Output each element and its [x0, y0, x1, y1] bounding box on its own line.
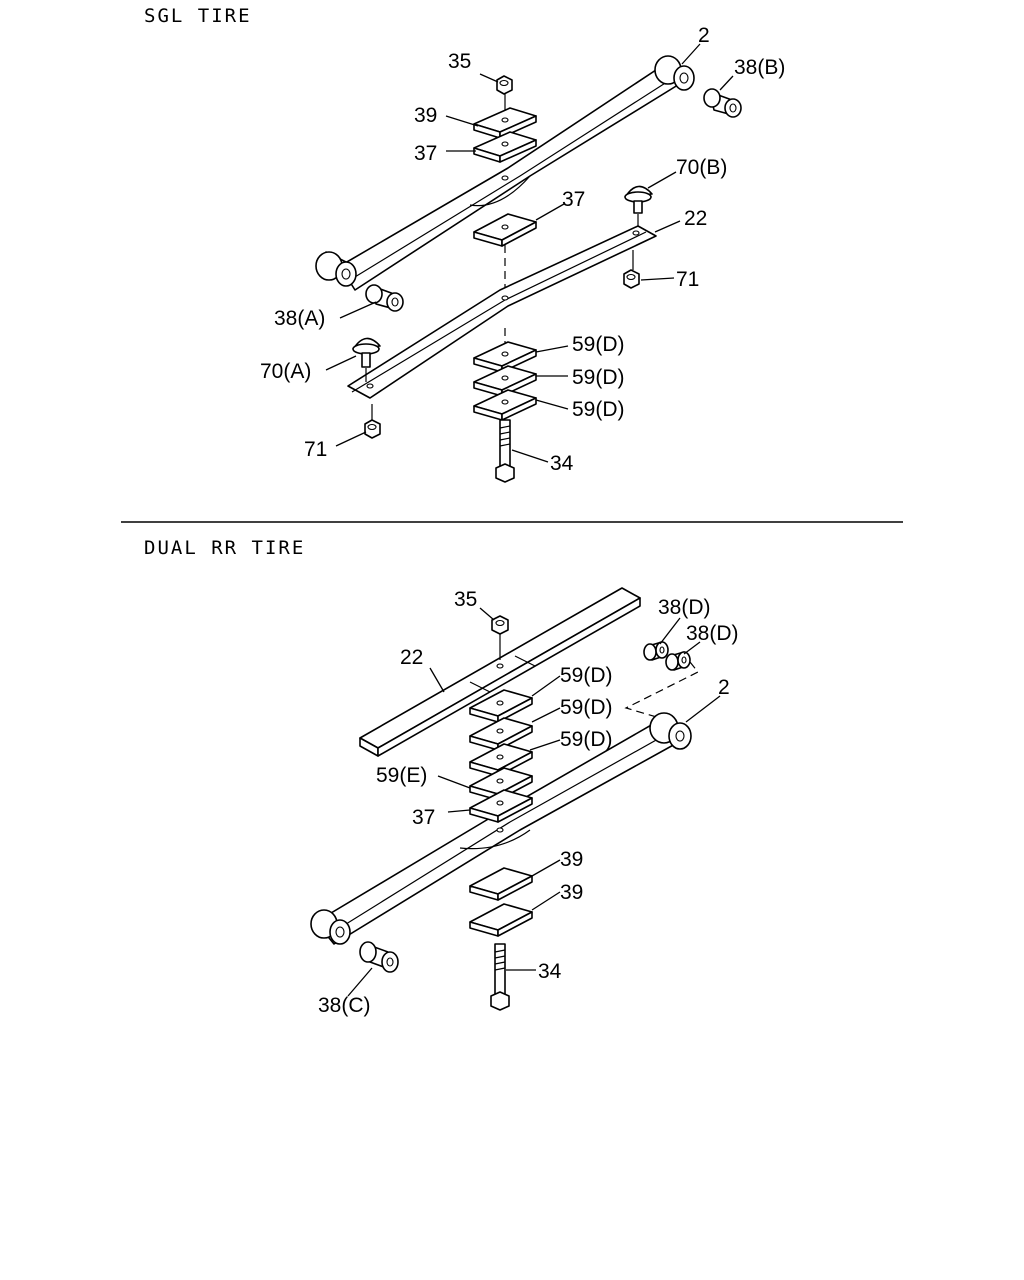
callout-71-left: 71: [304, 438, 327, 461]
helper-leaf-22: [359, 587, 641, 757]
callout-38c: 38(C): [318, 994, 371, 1017]
plate-39-lower: [469, 903, 533, 937]
callout-2: 2: [698, 24, 710, 47]
callout-39-lower: 39: [560, 881, 583, 904]
callout-35: 35: [454, 588, 477, 611]
callout-59d-3: 59(D): [572, 398, 625, 421]
callout-70b: 70(B): [676, 156, 727, 179]
leaders-sgl: [325, 43, 734, 463]
nut-35: [496, 75, 513, 95]
callout-38d-1: 38(D): [658, 596, 711, 619]
nut-71-right: [623, 269, 640, 289]
spacer-59d-3: [473, 389, 537, 421]
callout-2: 2: [718, 676, 730, 699]
section-sgl-tire: SGL TIRE: [144, 5, 785, 483]
callout-71-right: 71: [676, 268, 699, 291]
callout-37-upper: 37: [414, 142, 437, 165]
leaf-spring-2: [315, 55, 695, 291]
section-dual-rr-tire: DUAL RR TIRE: [144, 537, 739, 1017]
bumper-70b: [624, 185, 653, 226]
nut-71-left: [364, 419, 381, 439]
center-bolt-34: [490, 943, 510, 1011]
plate-37: [469, 789, 533, 823]
spacer-59d-1: [473, 341, 537, 373]
leaders-dual: [347, 607, 721, 997]
helper-leaf-22: [347, 225, 657, 399]
callout-37: 37: [412, 806, 435, 829]
callout-34: 34: [550, 452, 574, 475]
callout-59d-1: 59(D): [572, 333, 625, 356]
plate-37-lower: [473, 213, 537, 247]
nut-35: [491, 615, 509, 635]
spacer-59d-1: [469, 689, 533, 723]
callout-38a: 38(A): [274, 307, 325, 330]
callout-70a: 70(A): [260, 360, 311, 383]
leaf-spring-2: [310, 712, 692, 945]
callout-38b: 38(B): [734, 56, 785, 79]
plate-37-upper: [473, 131, 537, 163]
callout-39-upper: 39: [560, 848, 583, 871]
callout-35: 35: [448, 50, 471, 73]
callout-38d-2: 38(D): [686, 622, 739, 645]
callout-59d-2: 59(D): [572, 366, 625, 389]
section-title-dual-rr-tire: DUAL RR TIRE: [144, 537, 305, 559]
section-title-sgl-tire: SGL TIRE: [144, 5, 252, 27]
callout-59d-3: 59(D): [560, 728, 613, 751]
callout-22: 22: [400, 646, 423, 669]
center-bolt-34: [495, 419, 515, 483]
bushing-38d-2: [665, 651, 691, 671]
bushing-38d-1: [643, 641, 669, 661]
callout-39: 39: [414, 104, 437, 127]
bushing-38c: [359, 941, 399, 973]
bushing-38a: [365, 284, 404, 312]
callout-59d-1: 59(D): [560, 664, 613, 687]
callout-37-lower: 37: [562, 188, 585, 211]
bumper-70a: [352, 337, 381, 382]
bushing-38b: [703, 88, 742, 118]
callout-59e: 59(E): [376, 764, 427, 787]
callout-34: 34: [538, 960, 562, 983]
callout-22: 22: [684, 207, 707, 230]
plate-39-upper: [469, 867, 533, 901]
callout-59d-2: 59(D): [560, 696, 613, 719]
